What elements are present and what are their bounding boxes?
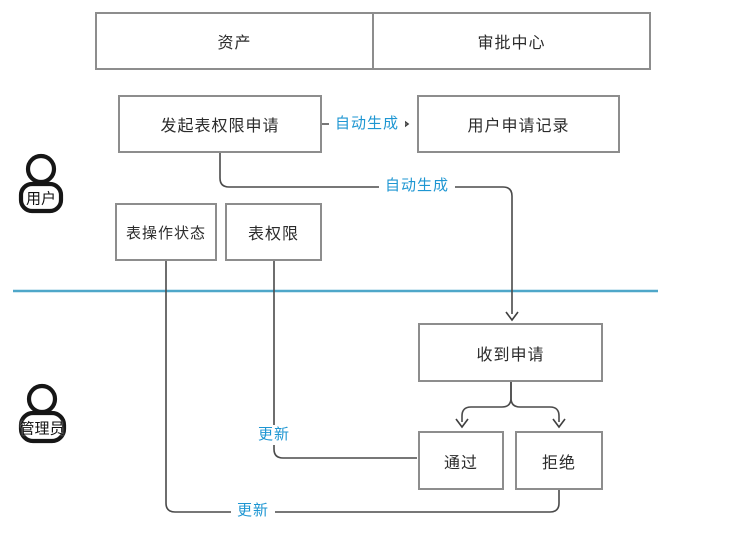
node-approve[interactable]: 通过 <box>418 431 504 490</box>
edge-label-auto-generate-2[interactable]: 自动生成 <box>378 176 456 196</box>
node-initiate-permission-request[interactable]: 发起表权限申请 <box>118 95 322 153</box>
admin-person-icon <box>18 383 67 444</box>
node-reject[interactable]: 拒绝 <box>515 431 603 490</box>
node-user-application-record[interactable]: 用户申请记录 <box>417 95 620 153</box>
node-table-permission[interactable]: 表权限 <box>225 203 322 261</box>
header-cell-assets[interactable]: 资产 <box>217 35 252 52</box>
admin-icon-head <box>26 383 58 415</box>
connector-initiate-to-receive <box>219 153 513 314</box>
connector-approve-to-perm <box>273 261 417 459</box>
user-person-icon <box>18 153 64 214</box>
edge-label-update-1[interactable]: 更新 <box>251 425 297 445</box>
actor-label-admin: 管理员 <box>19 420 65 438</box>
node-table-operation-status[interactable]: 表操作状态 <box>115 203 217 261</box>
arrowhead-down-icon <box>505 311 519 322</box>
connector-receive-to-reject <box>510 382 560 422</box>
connector-receive-to-approve <box>461 382 512 422</box>
node-receive-application[interactable]: 收到申请 <box>418 323 603 382</box>
arrowhead-down-icon <box>552 418 566 429</box>
connector-reject-to-op-status <box>165 261 560 513</box>
actor-label-user: 用户 <box>25 190 57 208</box>
edge-label-auto-generate-1[interactable]: 自动生成 <box>328 114 406 134</box>
arrowhead-down-icon <box>455 418 469 429</box>
user-icon-head <box>25 153 57 185</box>
edge-label-update-2[interactable]: 更新 <box>230 501 276 521</box>
header-cell-approval-center[interactable]: 审批中心 <box>372 14 649 68</box>
header-bar: 资产 审批中心 <box>95 12 651 70</box>
